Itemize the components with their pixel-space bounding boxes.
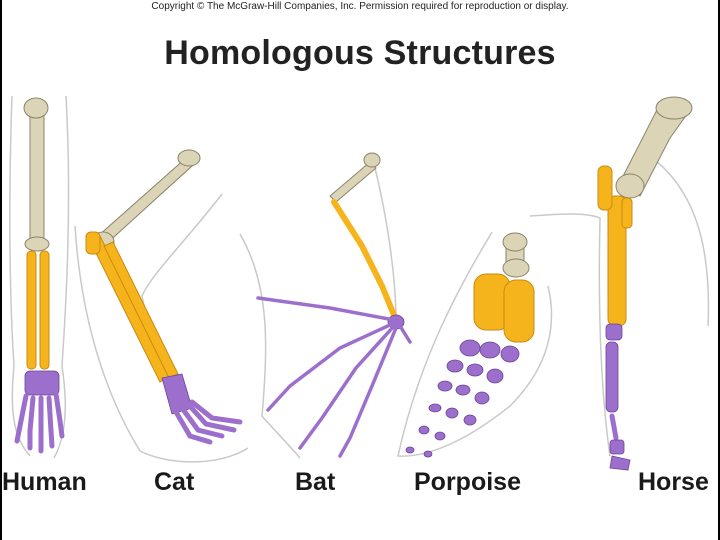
- copyright-notice: Copyright © The McGraw-Hill Companies, I…: [151, 1, 569, 12]
- right-border: [718, 0, 720, 540]
- label-porpoise: Porpoise: [414, 468, 521, 496]
- porpoise-limb: [397, 231, 553, 458]
- homologous-limbs-diagram: .skin { fill:none; stroke:#c9c9c9; strok…: [9, 95, 710, 471]
- label-bat: Bat: [295, 468, 336, 496]
- left-border: [0, 0, 2, 540]
- label-horse: Horse: [638, 468, 709, 496]
- label-cat: Cat: [154, 468, 195, 496]
- cat-limb: [74, 149, 249, 463]
- horse-limb: [529, 96, 710, 471]
- bat-limb: [239, 152, 412, 459]
- label-human: Human: [2, 468, 87, 496]
- page-title: Homologous Structures: [164, 34, 556, 72]
- human-limb: [9, 95, 70, 459]
